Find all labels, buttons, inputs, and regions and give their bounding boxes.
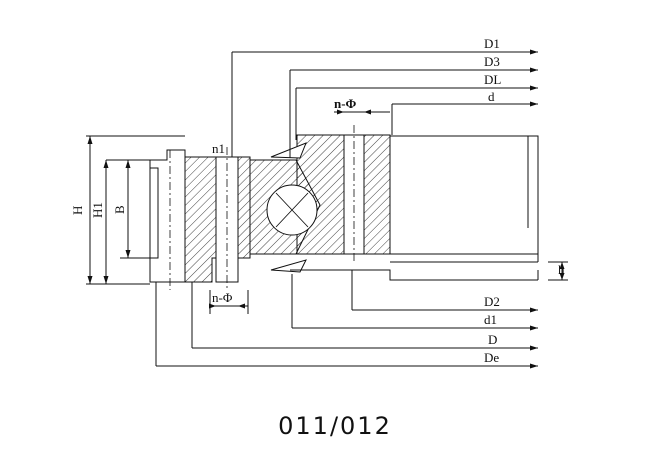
outer-profile (149, 149, 186, 283)
label-d: d (488, 89, 495, 104)
label-n-phi-bottom: n-Φ (212, 290, 233, 305)
label-H: H (70, 206, 85, 215)
label-D1: D1 (484, 36, 500, 51)
inner-step (150, 167, 159, 259)
label-n1: n1 (212, 141, 225, 156)
label-DL: DL (484, 72, 501, 87)
label-D: D (488, 332, 497, 347)
label-h: h (558, 262, 565, 277)
label-De: De (484, 350, 499, 365)
top-seal (270, 142, 307, 159)
label-n-phi-top: n-Φ (334, 96, 357, 111)
label-D3: D3 (484, 54, 500, 69)
label-B: B (112, 205, 127, 214)
label-D2: D2 (484, 294, 500, 309)
label-d1: d1 (484, 312, 497, 327)
series-label: 011/012 (278, 412, 392, 440)
label-H1: H1 (90, 202, 105, 218)
bottom-seal (270, 259, 307, 273)
